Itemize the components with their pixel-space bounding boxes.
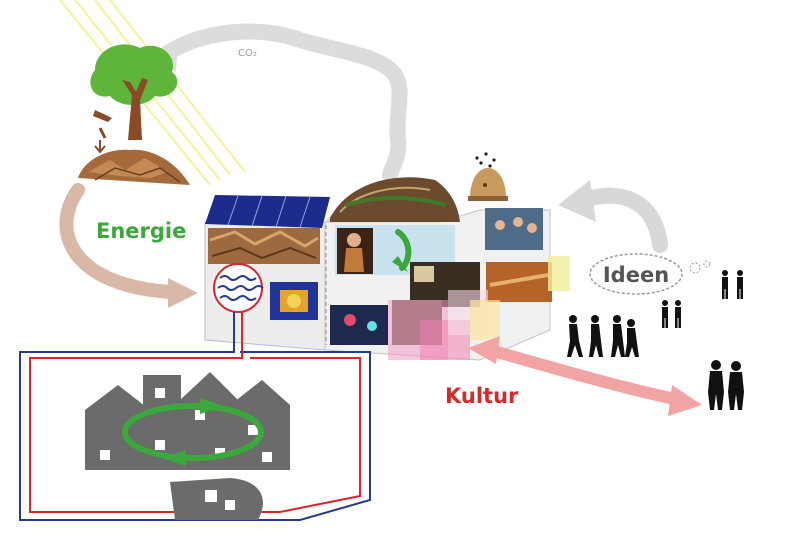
beehive-icon	[468, 152, 508, 201]
co2-cycle-arrow	[150, 23, 408, 183]
district-heating-network	[19, 312, 371, 521]
woodchips-icon	[78, 149, 190, 185]
tree-icon	[90, 44, 178, 154]
co2-label: CO₂	[238, 48, 257, 59]
kultur-label: Kultur	[445, 384, 519, 408]
circular-loop-icon	[122, 398, 264, 466]
ideen-label: Ideen	[603, 263, 669, 287]
people-silhouettes-icon	[567, 270, 744, 410]
building	[204, 177, 570, 361]
solar-panel-icon	[205, 195, 330, 228]
culture-arrow	[468, 336, 702, 416]
energy-arrow	[59, 183, 198, 308]
thought-bubble-icon	[589, 253, 711, 295]
ideas-arrow	[558, 180, 668, 253]
town-silhouette-icon	[85, 372, 290, 520]
water-waves-icon	[213, 263, 264, 313]
energie-label: Energie	[96, 219, 186, 243]
